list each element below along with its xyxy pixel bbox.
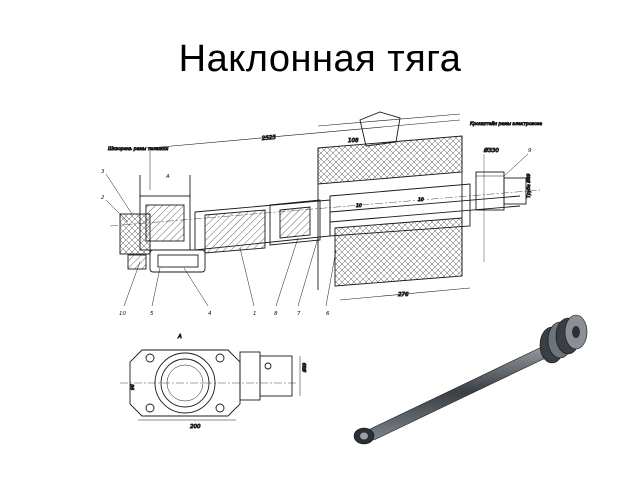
dim-length: 2525 — [262, 135, 277, 142]
rod-body — [367, 343, 555, 441]
dim-top-width: 108 — [348, 138, 359, 144]
callout-3: 3 — [101, 169, 105, 175]
slide-title: Наклонная тяга — [178, 38, 462, 80]
callout-5: 5 — [150, 311, 154, 317]
dim-inner-right: 10 — [418, 197, 424, 203]
callout-10: 10 — [119, 311, 126, 317]
dim-diameter: Ø330 — [483, 147, 499, 154]
view-a-width: 200 — [190, 424, 201, 430]
callout-7: 7 — [297, 311, 301, 317]
main-section-view: 2525 108 10 10 Ø330 — [105, 111, 543, 307]
view-a-drawing: А Ø89 200 96 — [120, 334, 308, 430]
callout-labels: 3 2 10 5 4 1 8 7 6 9 A — [101, 148, 532, 317]
callout-8: 8 — [274, 311, 278, 317]
dim-pipe: Труба Ø89 — [525, 173, 532, 198]
callout-2: 2 — [101, 195, 105, 201]
callout-4: 4 — [208, 311, 212, 317]
callout-6: 6 — [326, 311, 330, 317]
rod-3d-render — [353, 314, 588, 445]
dim-bottom: 276 — [398, 292, 409, 298]
view-a-height: 96 — [130, 384, 136, 390]
rod-right-bushing — [539, 314, 588, 364]
note-left: Шкворень рамы тележки — [108, 146, 168, 152]
callout-1: 1 — [253, 311, 257, 317]
view-a-label: А — [177, 334, 182, 340]
view-a-diam: Ø89 — [301, 363, 308, 373]
view-marker-top: A — [165, 174, 170, 180]
callout-9: 9 — [528, 148, 532, 154]
dim-inner-left: 10 — [356, 203, 362, 209]
note-right: Кронштейн рамы электровоза — [470, 121, 542, 127]
